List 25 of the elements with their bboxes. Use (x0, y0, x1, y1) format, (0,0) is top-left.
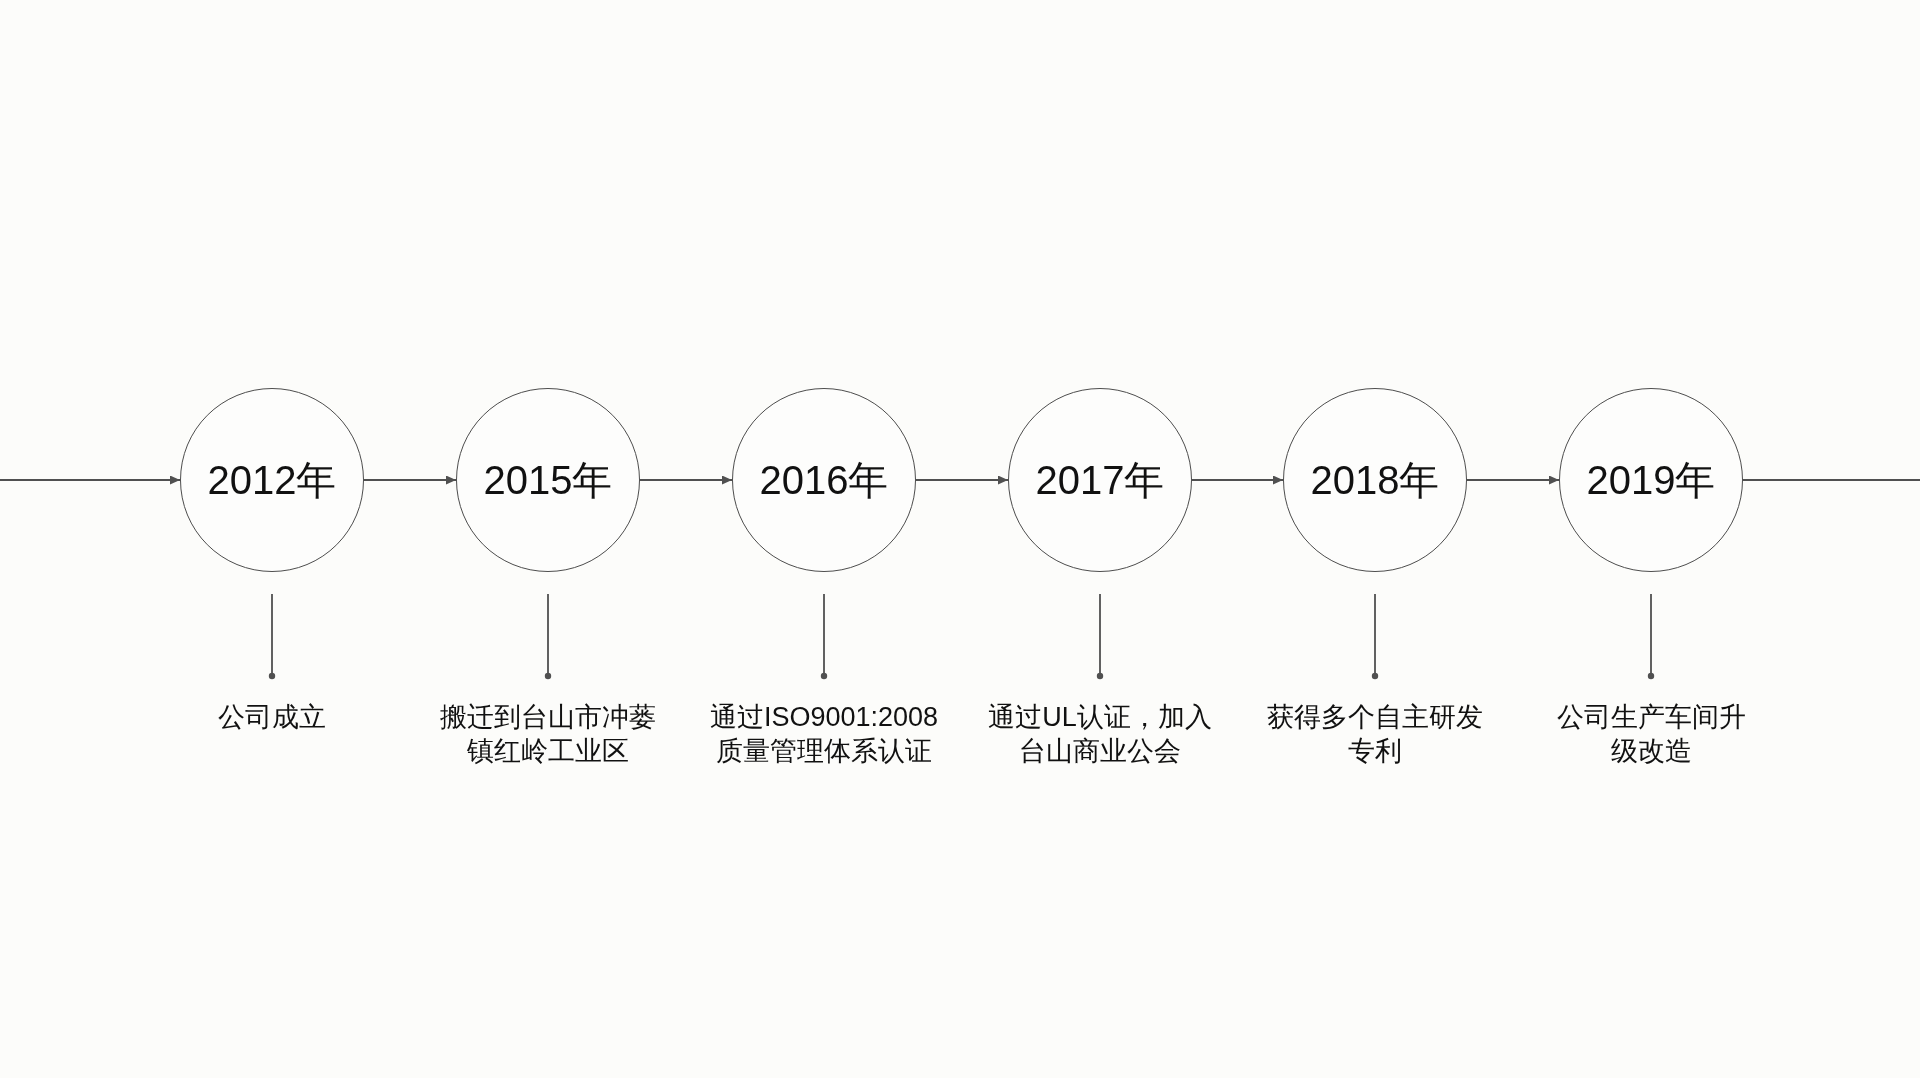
milestone-text: 通过ISO9001:2008质量管理体系认证 (700, 700, 948, 768)
year-label: 2012年 (207, 460, 337, 500)
arrow (639, 475, 733, 485)
leader-line (544, 593, 552, 680)
arrow (363, 475, 457, 485)
timeline-line (1742, 479, 1920, 481)
arrow (915, 475, 1009, 485)
year-label: 2018年 (1310, 460, 1440, 500)
year-label: 2016年 (759, 460, 889, 500)
milestone-text: 获得多个自主研发专利 (1263, 700, 1487, 768)
year-label: 2015年 (483, 460, 613, 500)
leader-line (1371, 593, 1379, 680)
arrow (1466, 475, 1560, 485)
leader-line (1647, 593, 1655, 680)
milestone-text: 通过UL认证，加入台山商业公会 (983, 700, 1217, 768)
year-label: 2019年 (1586, 460, 1716, 500)
milestone-text: 搬迁到台山市冲蒌镇红岭工业区 (437, 700, 659, 768)
milestone-text: 公司生产车间升级改造 (1552, 700, 1750, 768)
leader-line (820, 593, 828, 680)
arrow (0, 475, 181, 485)
year-label: 2017年 (1035, 460, 1165, 500)
leader-line (268, 593, 276, 680)
leader-line (1096, 593, 1104, 680)
milestone-text: 公司成立 (218, 700, 326, 734)
arrow (1191, 475, 1284, 485)
